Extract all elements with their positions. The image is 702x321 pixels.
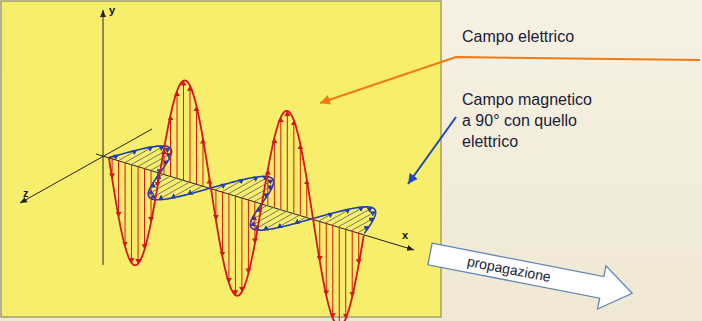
electric-vector bbox=[352, 230, 353, 296]
electric-vector bbox=[118, 161, 119, 217]
electric-vector bbox=[222, 192, 223, 257]
electric-vector bbox=[235, 195, 236, 295]
z-axis bbox=[20, 129, 152, 203]
magnetic-leader bbox=[408, 117, 456, 184]
electric-curve bbox=[109, 80, 364, 321]
magnetic-vector bbox=[132, 146, 165, 164]
electric-vector bbox=[293, 120, 294, 212]
electric-vector bbox=[131, 164, 132, 263]
leader-lines bbox=[320, 57, 700, 184]
axis-label: z bbox=[23, 186, 29, 200]
electric-vector bbox=[144, 168, 145, 249]
field-label: Campo magnetico a 90° con quello elettri… bbox=[462, 90, 599, 152]
electric-vector bbox=[176, 91, 177, 178]
electric-field bbox=[109, 80, 364, 321]
electric-vector bbox=[326, 222, 327, 295]
electric-vector bbox=[228, 193, 229, 282]
electric-vector bbox=[332, 224, 333, 318]
electric-vector bbox=[189, 86, 190, 182]
electric-vector bbox=[196, 106, 197, 184]
electric-vector bbox=[300, 144, 301, 214]
electric-vector bbox=[280, 117, 281, 209]
propagation-arrow bbox=[426, 232, 637, 314]
y-axis bbox=[103, 10, 104, 265]
electric-vector bbox=[151, 170, 152, 222]
electric-vector bbox=[183, 81, 184, 180]
axis-label: y bbox=[109, 3, 115, 17]
electric-vector bbox=[125, 162, 126, 246]
field-label: Campo elettrico bbox=[462, 27, 574, 48]
yellow-panel bbox=[1, 1, 441, 317]
electric-vector bbox=[170, 115, 171, 176]
electric-vector bbox=[339, 226, 340, 321]
direction-label: propagazione bbox=[466, 254, 552, 284]
electric-vector bbox=[138, 166, 139, 263]
electric-vector bbox=[248, 199, 249, 273]
x-axis bbox=[96, 154, 414, 250]
electric-vector bbox=[287, 111, 288, 211]
electric-vector bbox=[274, 138, 275, 207]
electric-vector bbox=[345, 228, 346, 318]
axis-label: x bbox=[402, 228, 408, 242]
electric-vector bbox=[241, 197, 242, 291]
block-arrow bbox=[426, 232, 637, 314]
